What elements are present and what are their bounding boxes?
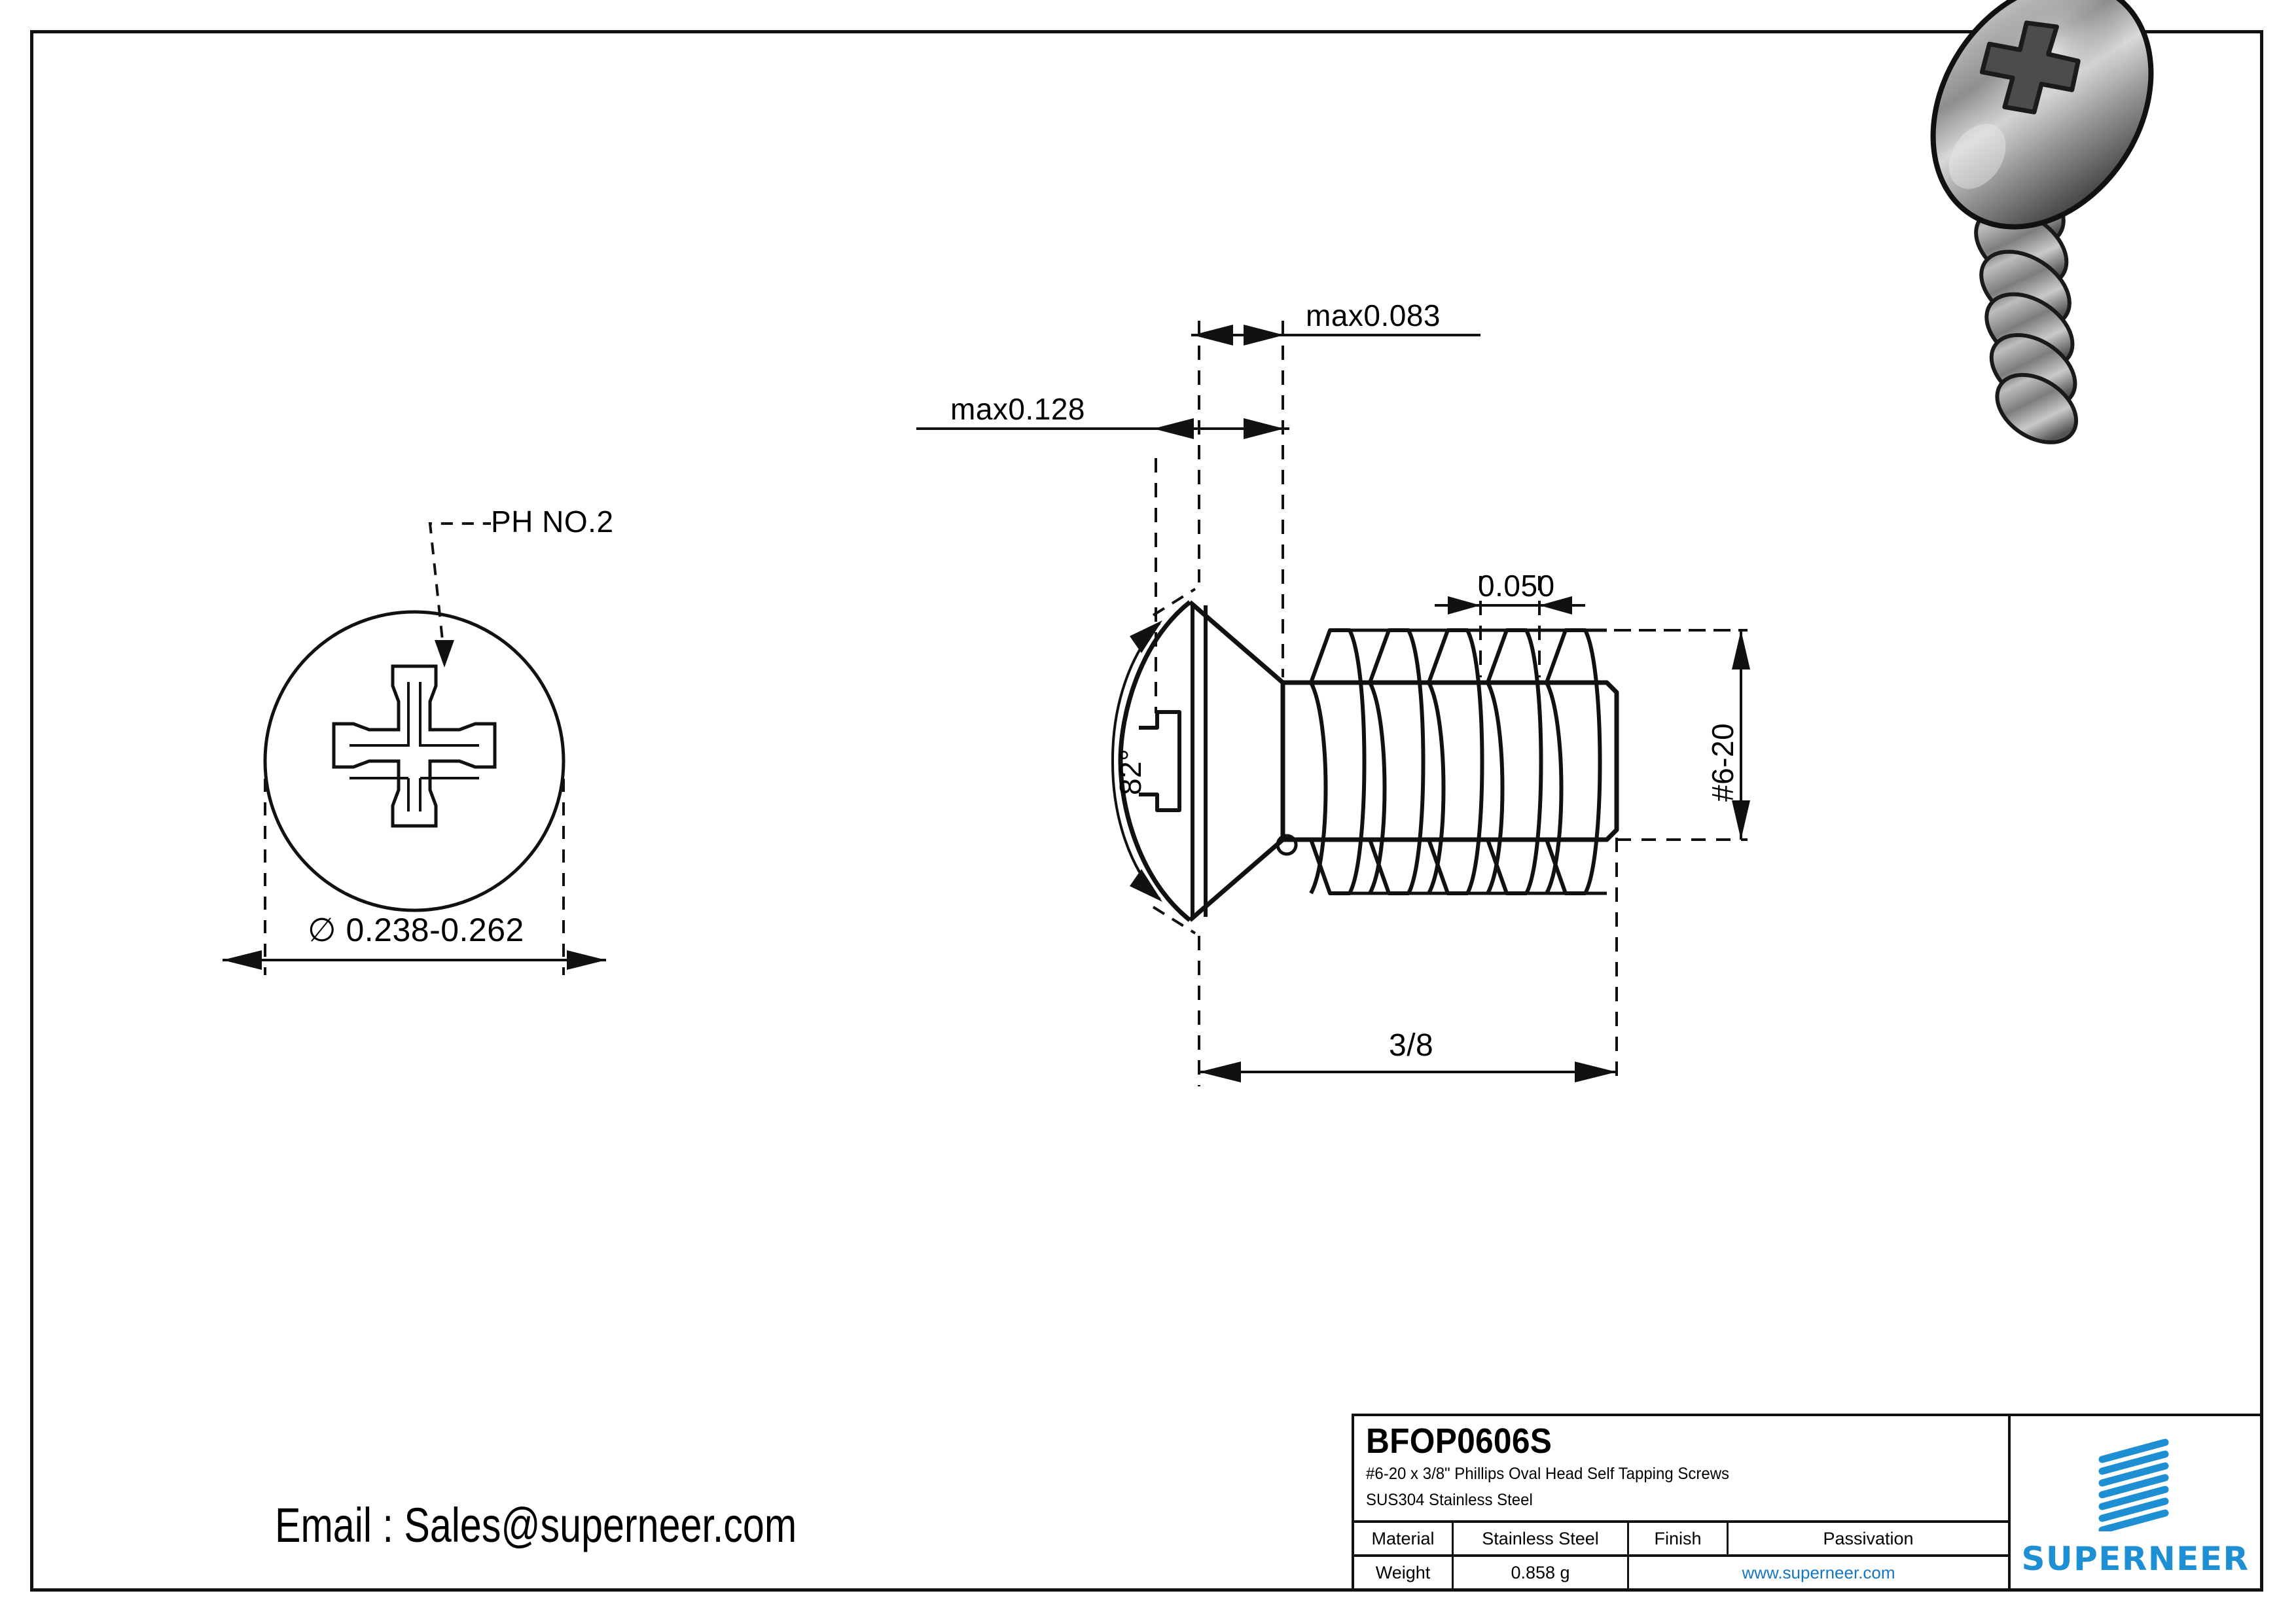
title-block-row-material: Material Stainless Steel Finish Passivat… xyxy=(1354,1523,2008,1557)
superneer-logo-text: SUPERNEER xyxy=(2021,1540,2250,1578)
drawing-frame xyxy=(30,30,2263,1592)
website-link[interactable]: www.superneer.com xyxy=(1742,1562,1895,1582)
title-block-row-weight: Weight 0.858 g www.superneer.com xyxy=(1354,1557,2008,1588)
weight-value: 0.858 g xyxy=(1454,1557,1629,1588)
part-code: BFOP0606S xyxy=(1366,1421,1552,1461)
title-block-header: BFOP0606S #6-20 x 3/8" Phillips Oval Hea… xyxy=(1354,1416,2008,1523)
dim-label-thread-pitch: 0.050 xyxy=(1478,569,1555,603)
title-block: BFOP0606S #6-20 x 3/8" Phillips Oval Hea… xyxy=(1352,1414,2263,1591)
head-diameter-label: ∅ 0.238-0.262 xyxy=(308,912,524,948)
title-block-left: BFOP0606S #6-20 x 3/8" Phillips Oval Hea… xyxy=(1354,1416,2011,1588)
superneer-logo-mark xyxy=(2098,1438,2168,1531)
finish-label: Finish xyxy=(1629,1523,1729,1554)
dim-label-angle-82: 82° xyxy=(1113,748,1147,795)
title-block-logo-area: SUPERNEER xyxy=(2011,1416,2260,1588)
material-label: Material xyxy=(1354,1523,1454,1554)
dim-label-max-0083: max0.083 xyxy=(1306,298,1441,332)
finish-value: Passivation xyxy=(1823,1528,1914,1548)
dim-label-thread-spec: #6-20 xyxy=(1706,722,1740,802)
part-description-line1: #6-20 x 3/8" Phillips Oval Head Self Tap… xyxy=(1366,1465,1730,1484)
dim-label-max-0128: max0.128 xyxy=(950,392,1086,426)
email-text: Email : Sales@superneer.com xyxy=(275,1498,797,1552)
dim-label-overall-length: 3/8 xyxy=(1389,1028,1434,1063)
material-value: Stainless Steel xyxy=(1454,1523,1629,1554)
part-description-line2: SUS304 Stainless Steel xyxy=(1366,1490,1533,1509)
ph-no2-label: PH NO.2 xyxy=(491,505,614,539)
weight-label: Weight xyxy=(1354,1557,1454,1588)
